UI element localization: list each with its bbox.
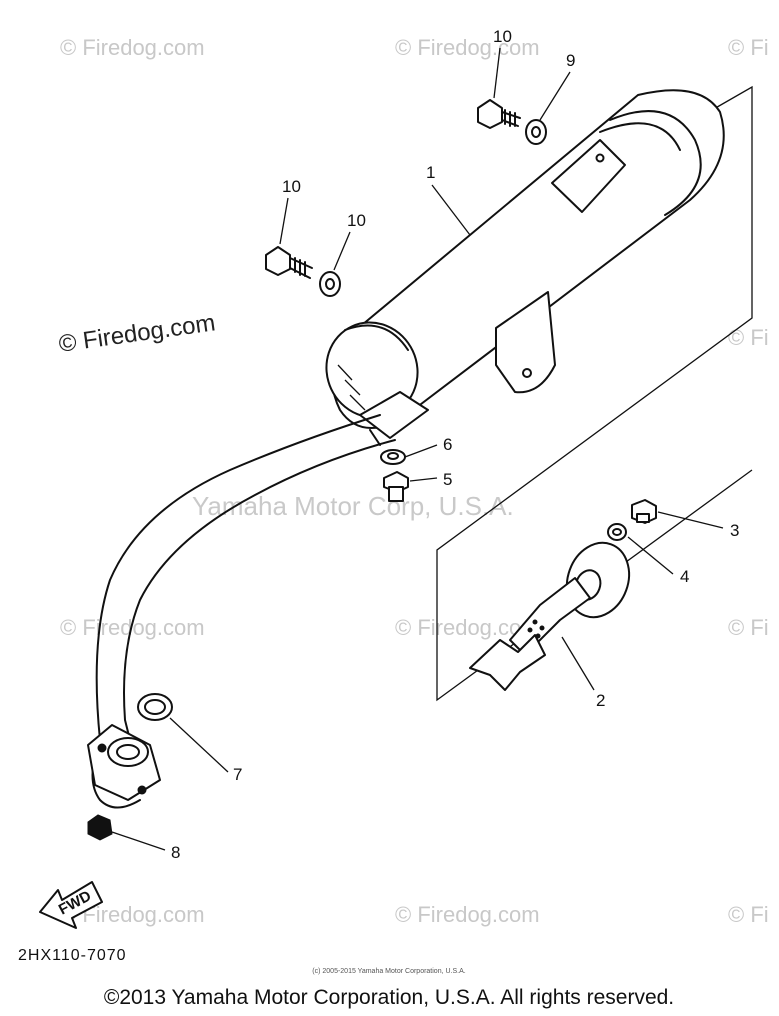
firedog-watermark-partial: © Fi	[728, 615, 769, 640]
callout-5: 5	[443, 470, 452, 489]
callout-10-upper: 9	[566, 51, 575, 70]
muffler	[325, 89, 725, 446]
callout-6: 6	[443, 435, 452, 454]
firedog-watermark-dark: © Firedog.com	[57, 309, 217, 358]
nut-8	[87, 814, 113, 841]
washer-6	[380, 449, 406, 465]
firedog-watermark: © Firedog.com	[60, 615, 205, 640]
washer-4	[607, 523, 627, 541]
bolt-5	[383, 471, 409, 502]
copyright-notice: ©2013 Yamaha Motor Corporation, U.S.A. A…	[104, 986, 674, 1009]
firedog-watermark-partial: © Fi	[728, 35, 769, 60]
firedog-watermark: © Firedog.com	[60, 35, 205, 60]
callout-1: 1	[426, 163, 435, 182]
washer-10-upper	[525, 119, 547, 145]
firedog-watermark-partial: © Fi	[728, 325, 769, 350]
part-code: 2HX110-7070	[18, 947, 127, 964]
spark-arrester	[469, 541, 631, 691]
callout-9-left: 10	[282, 177, 301, 196]
callout-7: 7	[233, 765, 242, 784]
bolt-9-upper	[477, 99, 521, 129]
callout-3: 3	[730, 521, 739, 540]
exhaust-pipe	[87, 414, 396, 809]
bolt-9-left	[265, 246, 313, 279]
callout-8: 8	[171, 843, 180, 862]
fine-print: (c) 2005-2015 Yamaha Motor Corporation, …	[312, 968, 465, 975]
callout-9-upper: 10	[493, 27, 512, 46]
callout-4: 4	[680, 567, 689, 586]
gasket-7	[137, 693, 173, 721]
firedog-watermark: © Firedog.com	[395, 902, 540, 927]
firedog-watermark-partial: © Fi	[728, 902, 769, 927]
yamaha-watermark: Yamaha Motor Corp, U.S.A.	[192, 491, 514, 521]
callout-numbers: 10 9 10 10 1 6 5 3 4 2 7 8	[171, 27, 739, 862]
callout-10-left: 10	[347, 211, 366, 230]
washer-10-left	[319, 271, 341, 297]
callout-2: 2	[596, 691, 605, 710]
leader-lines	[111, 47, 724, 851]
bolt-3	[631, 499, 657, 524]
firedog-watermark: © Firedog.com	[395, 35, 540, 60]
